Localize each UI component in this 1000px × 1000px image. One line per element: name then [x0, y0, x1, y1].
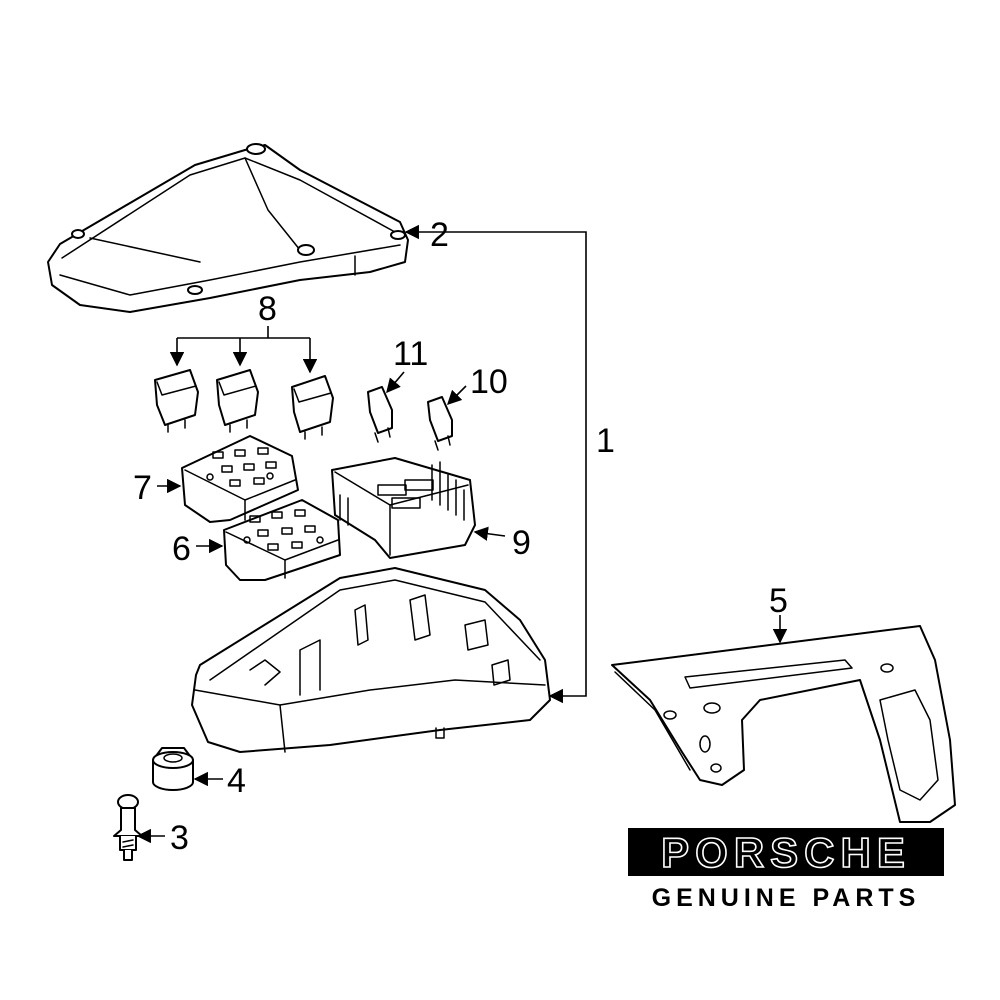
callout-3: 3	[170, 819, 189, 857]
relay-carrier-7	[181, 435, 299, 523]
callout-9: 9	[512, 524, 531, 562]
callout-10: 10	[470, 363, 508, 401]
fuse-box-housing	[191, 567, 551, 753]
callout-2: 2	[430, 216, 449, 254]
relay-carrier-6	[223, 499, 341, 581]
fuse-10	[427, 396, 453, 451]
fuse-11	[367, 386, 393, 443]
callout-8: 8	[258, 290, 277, 328]
relay-3	[291, 375, 334, 440]
callout-6: 6	[172, 530, 191, 568]
bolt	[113, 794, 143, 861]
callout-5: 5	[769, 582, 788, 620]
callout-1: 1	[596, 422, 615, 460]
logo-brand-word: PORSCHE	[661, 829, 911, 876]
fuse-holder-9	[331, 457, 476, 559]
leader-lines	[136, 224, 788, 844]
fuse-box-cover	[47, 143, 409, 313]
logo-tagline: GENUINE PARTS	[652, 884, 921, 912]
relay-2	[216, 369, 259, 433]
callout-4: 4	[227, 762, 246, 800]
relay-1	[154, 369, 199, 433]
callout-7: 7	[133, 469, 152, 507]
grommet	[152, 747, 194, 791]
porsche-genuine-parts-logo: PORSCHE GENUINE PARTS	[628, 828, 944, 912]
logo-black-band	[628, 828, 944, 876]
mounting-bracket	[611, 625, 956, 823]
callout-11: 11	[393, 335, 428, 373]
